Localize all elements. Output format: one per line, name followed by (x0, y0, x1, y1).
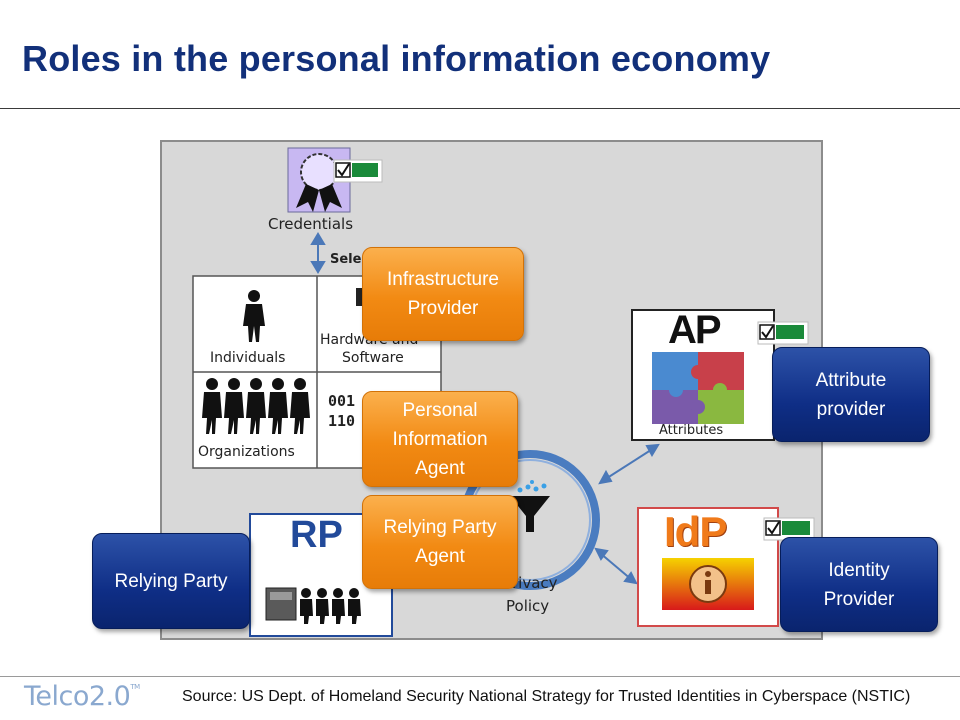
privacy-label-line1: rivacy (512, 574, 558, 592)
trustmark-idp-icon (763, 517, 815, 541)
organizations-label: Organizations (198, 444, 295, 460)
individual-person-icon (243, 290, 265, 342)
ap-logo-text: AP (668, 308, 722, 352)
credentials-label: Credentials (268, 215, 354, 233)
logo-text: Telco2.0 (24, 681, 131, 712)
hardware-icon (356, 288, 366, 306)
logo-trademark: TM (130, 683, 140, 691)
binary-line1: 001 (328, 392, 356, 410)
individuals-label: Individuals (210, 350, 286, 366)
footer-divider (0, 676, 960, 677)
title-divider (0, 108, 960, 109)
personal-information-agent-line1: Personal (402, 399, 478, 421)
page-title: Roles in the personal information econom… (22, 38, 771, 79)
relying-party-agent-line2: Agent (415, 546, 465, 567)
attribute-provider-box: Attribute provider (772, 347, 930, 442)
infrastructure-provider-box: Infrastructure Provider (362, 247, 524, 341)
telco2-logo: Telco2.0TM (24, 681, 140, 712)
source-citation: Source: US Dept. of Homeland Security Na… (182, 688, 911, 705)
hardware-label-line2: Software (342, 350, 404, 366)
attributes-label: Attributes (659, 423, 724, 438)
idp-logo-text: IdP (664, 508, 727, 555)
relying-party-line1: Relying Party (114, 570, 228, 592)
rp-logo-text: RP (290, 514, 343, 556)
identity-provider-box: Identity Provider (780, 537, 938, 632)
attribute-provider-logo (631, 309, 775, 441)
relying-party-agent-box: Relying Party Agent (362, 495, 518, 589)
privacy-to-ap-arrow (598, 443, 660, 485)
binary-line2: 110 (328, 412, 356, 430)
infrastructure-provider-line2: Provider (407, 298, 479, 319)
privacy-label-line2: Policy (506, 597, 550, 615)
rp-people-icon (300, 588, 361, 624)
personal-information-agent-line2: Information (392, 428, 488, 450)
identity-provider-logo (637, 507, 779, 627)
attribute-provider-line2: provider (816, 398, 886, 420)
identity-provider-line1: Identity (828, 559, 890, 581)
organization-people-icon (202, 378, 310, 434)
infrastructure-provider-line1: Infrastructure (387, 269, 499, 290)
personal-information-agent-line3: Agent (415, 457, 465, 479)
relying-party-agent-line1: Relying Party (383, 517, 497, 538)
select-label: Sele (330, 252, 362, 267)
attribute-provider-line1: Attribute (815, 369, 887, 391)
trustmark-credentials-icon (333, 159, 383, 183)
personal-information-agent-box: Personal Information Agent (362, 391, 518, 487)
privacy-to-idp-arrow (594, 547, 638, 585)
identity-provider-line2: Provider (823, 588, 895, 610)
relying-party-box: Relying Party (92, 533, 250, 629)
trustmark-ap-icon (757, 321, 809, 345)
select-arrow (310, 232, 326, 274)
